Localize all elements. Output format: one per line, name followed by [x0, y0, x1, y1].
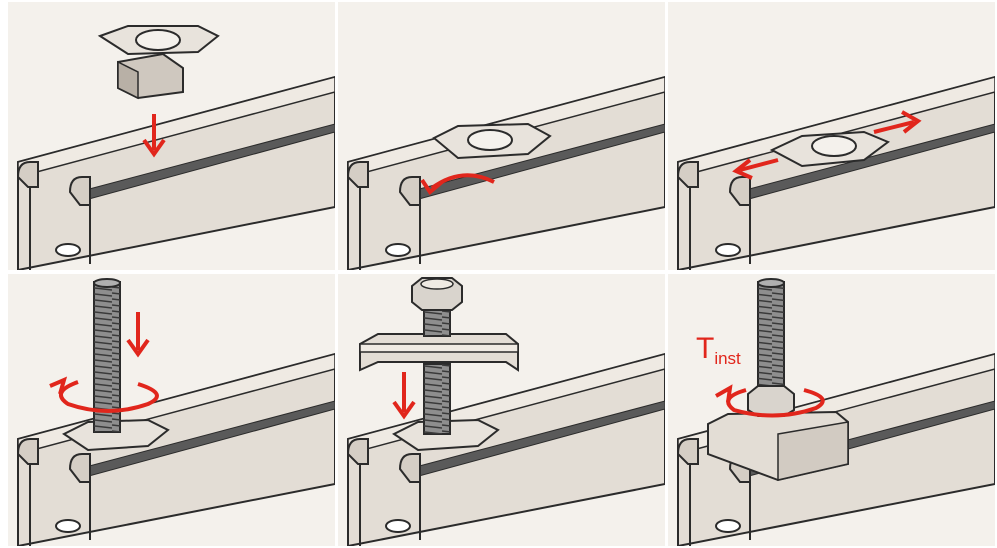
rotate-arrow	[420, 173, 495, 195]
torque-label-sub: inst	[714, 349, 741, 368]
threaded-rod	[757, 278, 785, 405]
step-4-panel	[8, 274, 335, 546]
strut-channel	[16, 75, 335, 270]
down-arrow	[126, 312, 150, 358]
step-2-panel	[338, 2, 665, 270]
down-arrow	[392, 372, 416, 420]
rotate-arrow	[715, 384, 825, 418]
threaded-rod	[93, 278, 121, 433]
cover-clamp	[359, 333, 519, 372]
torque-label: Tinst	[696, 332, 741, 368]
step-1-panel	[8, 2, 335, 270]
channel-nut	[62, 418, 170, 452]
slide-arrows	[732, 110, 922, 180]
channel-nut	[432, 122, 552, 160]
step-3-panel	[668, 2, 995, 270]
hex-nut	[747, 385, 795, 417]
threaded-rod	[423, 363, 451, 435]
hex-bolt	[411, 277, 463, 337]
rotate-arrow	[49, 376, 159, 413]
down-arrow	[142, 114, 166, 158]
torque-label-main: T	[696, 332, 714, 365]
step-6-panel: Tinst	[668, 274, 995, 546]
channel-nut	[97, 25, 220, 100]
channel-nut	[769, 130, 890, 168]
cover-clamp	[707, 410, 849, 482]
step-5-panel	[338, 274, 665, 546]
